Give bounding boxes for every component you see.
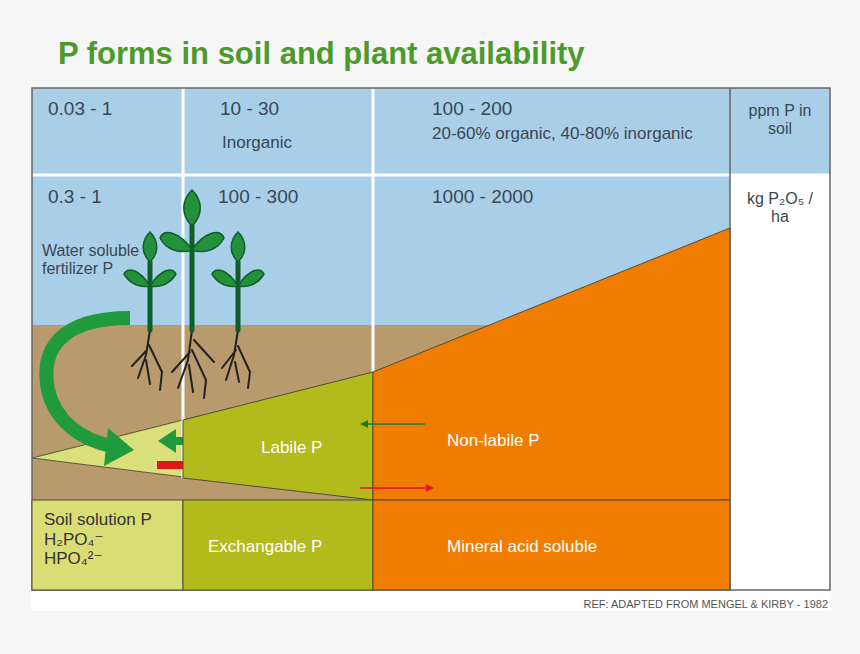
non-labile-region: Non-labile P (373, 228, 730, 500)
region-label: Mineral acid soluble (447, 537, 717, 557)
region-label: Labile P (261, 438, 361, 458)
region-fill (373, 228, 730, 500)
region-fill (183, 372, 373, 500)
table-label: 100 - 200 (432, 98, 512, 120)
unit-cell (730, 88, 830, 176)
table-label: REF: ADAPTED FROM MENGEL & KIRBY - 1982 (560, 598, 828, 611)
table-label: 0.03 - 1 (48, 98, 112, 120)
region-fill (32, 500, 183, 590)
region-fill (183, 500, 373, 590)
frame-outline (32, 88, 830, 590)
table-label: Inorganic (222, 133, 292, 153)
mineral-acid-cell: Mineral acid soluble (373, 500, 730, 590)
labile-region: Labile P (183, 372, 373, 500)
fertilizer-arrow (46, 318, 130, 446)
transfer-arrow (361, 423, 425, 425)
column-divider (372, 88, 375, 372)
table-label: ppm P in soil (736, 102, 824, 139)
region-shape (373, 228, 730, 500)
table-label: Water soluble fertilizer P (42, 242, 142, 279)
table-label: 100 - 300 (218, 186, 298, 208)
plants (124, 190, 264, 398)
table-label: 10 - 30 (220, 98, 279, 120)
transfer-arrow (360, 487, 433, 489)
exchangeable-cell: Exchangable P (183, 500, 373, 590)
region-label: Exchangable P (208, 537, 368, 557)
region-fill (373, 500, 730, 590)
uptake-arrowhead (158, 429, 176, 453)
soil-solution-cell: Soil solution P H₂PO₄⁻ HPO₄²⁻ (32, 500, 183, 590)
row-divider (32, 174, 830, 177)
frame-ground (31, 87, 831, 611)
region-shape (183, 372, 373, 500)
fertilizer-arrowhead (104, 428, 134, 466)
region-label: Soil solution P H₂PO₄⁻ HPO₄²⁻ (44, 510, 154, 569)
diagram-title: P forms in soil and plant availability (58, 36, 585, 72)
table-label: 20-60% organic, 40-80% inorganic (432, 124, 717, 144)
table-label: kg P₂O₅ / ha (736, 190, 824, 227)
table-label: 1000 - 2000 (432, 186, 533, 208)
region-label: Non-labile P (447, 431, 647, 451)
table-label: 0.3 - 1 (48, 186, 102, 208)
